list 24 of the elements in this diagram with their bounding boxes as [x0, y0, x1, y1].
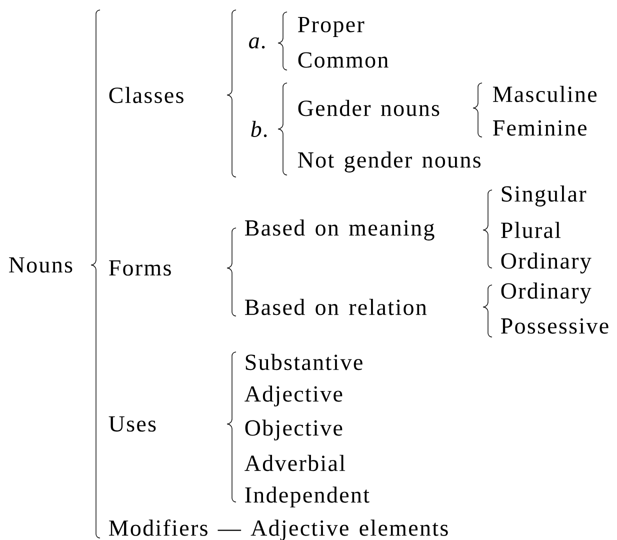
- term-label: Possessive: [501, 318, 608, 334]
- term-label: Plural: [501, 222, 561, 238]
- term-label: Common: [298, 52, 388, 68]
- term-label: Feminine: [493, 120, 586, 136]
- term-label: Uses: [108, 416, 156, 432]
- term-label: Substantive: [246, 354, 362, 370]
- term-label: Proper: [298, 17, 364, 37]
- term-label: Based on relation: [245, 298, 427, 316]
- italic-label: a.: [249, 37, 265, 49]
- term-label: Based on meaning: [245, 220, 434, 240]
- term-label: Objective: [245, 420, 342, 440]
- term-label: Forms: [109, 260, 171, 276]
- term-label: Adjective: [244, 386, 342, 406]
- italic-label: b.: [251, 120, 267, 138]
- term-label: Independent: [245, 486, 370, 508]
- term-label: Not gender nouns: [298, 152, 480, 172]
- term-label: Masculine: [493, 86, 597, 102]
- term-label: Gender nouns: [298, 100, 440, 116]
- term-label: Singular: [502, 186, 586, 206]
- term-label: Ordinary: [501, 252, 592, 274]
- term-label: Nouns: [9, 257, 72, 273]
- term-label: Adverbial: [244, 454, 346, 472]
- term-label: Classes: [109, 86, 184, 104]
- term-label: Ordinary: [501, 282, 592, 304]
